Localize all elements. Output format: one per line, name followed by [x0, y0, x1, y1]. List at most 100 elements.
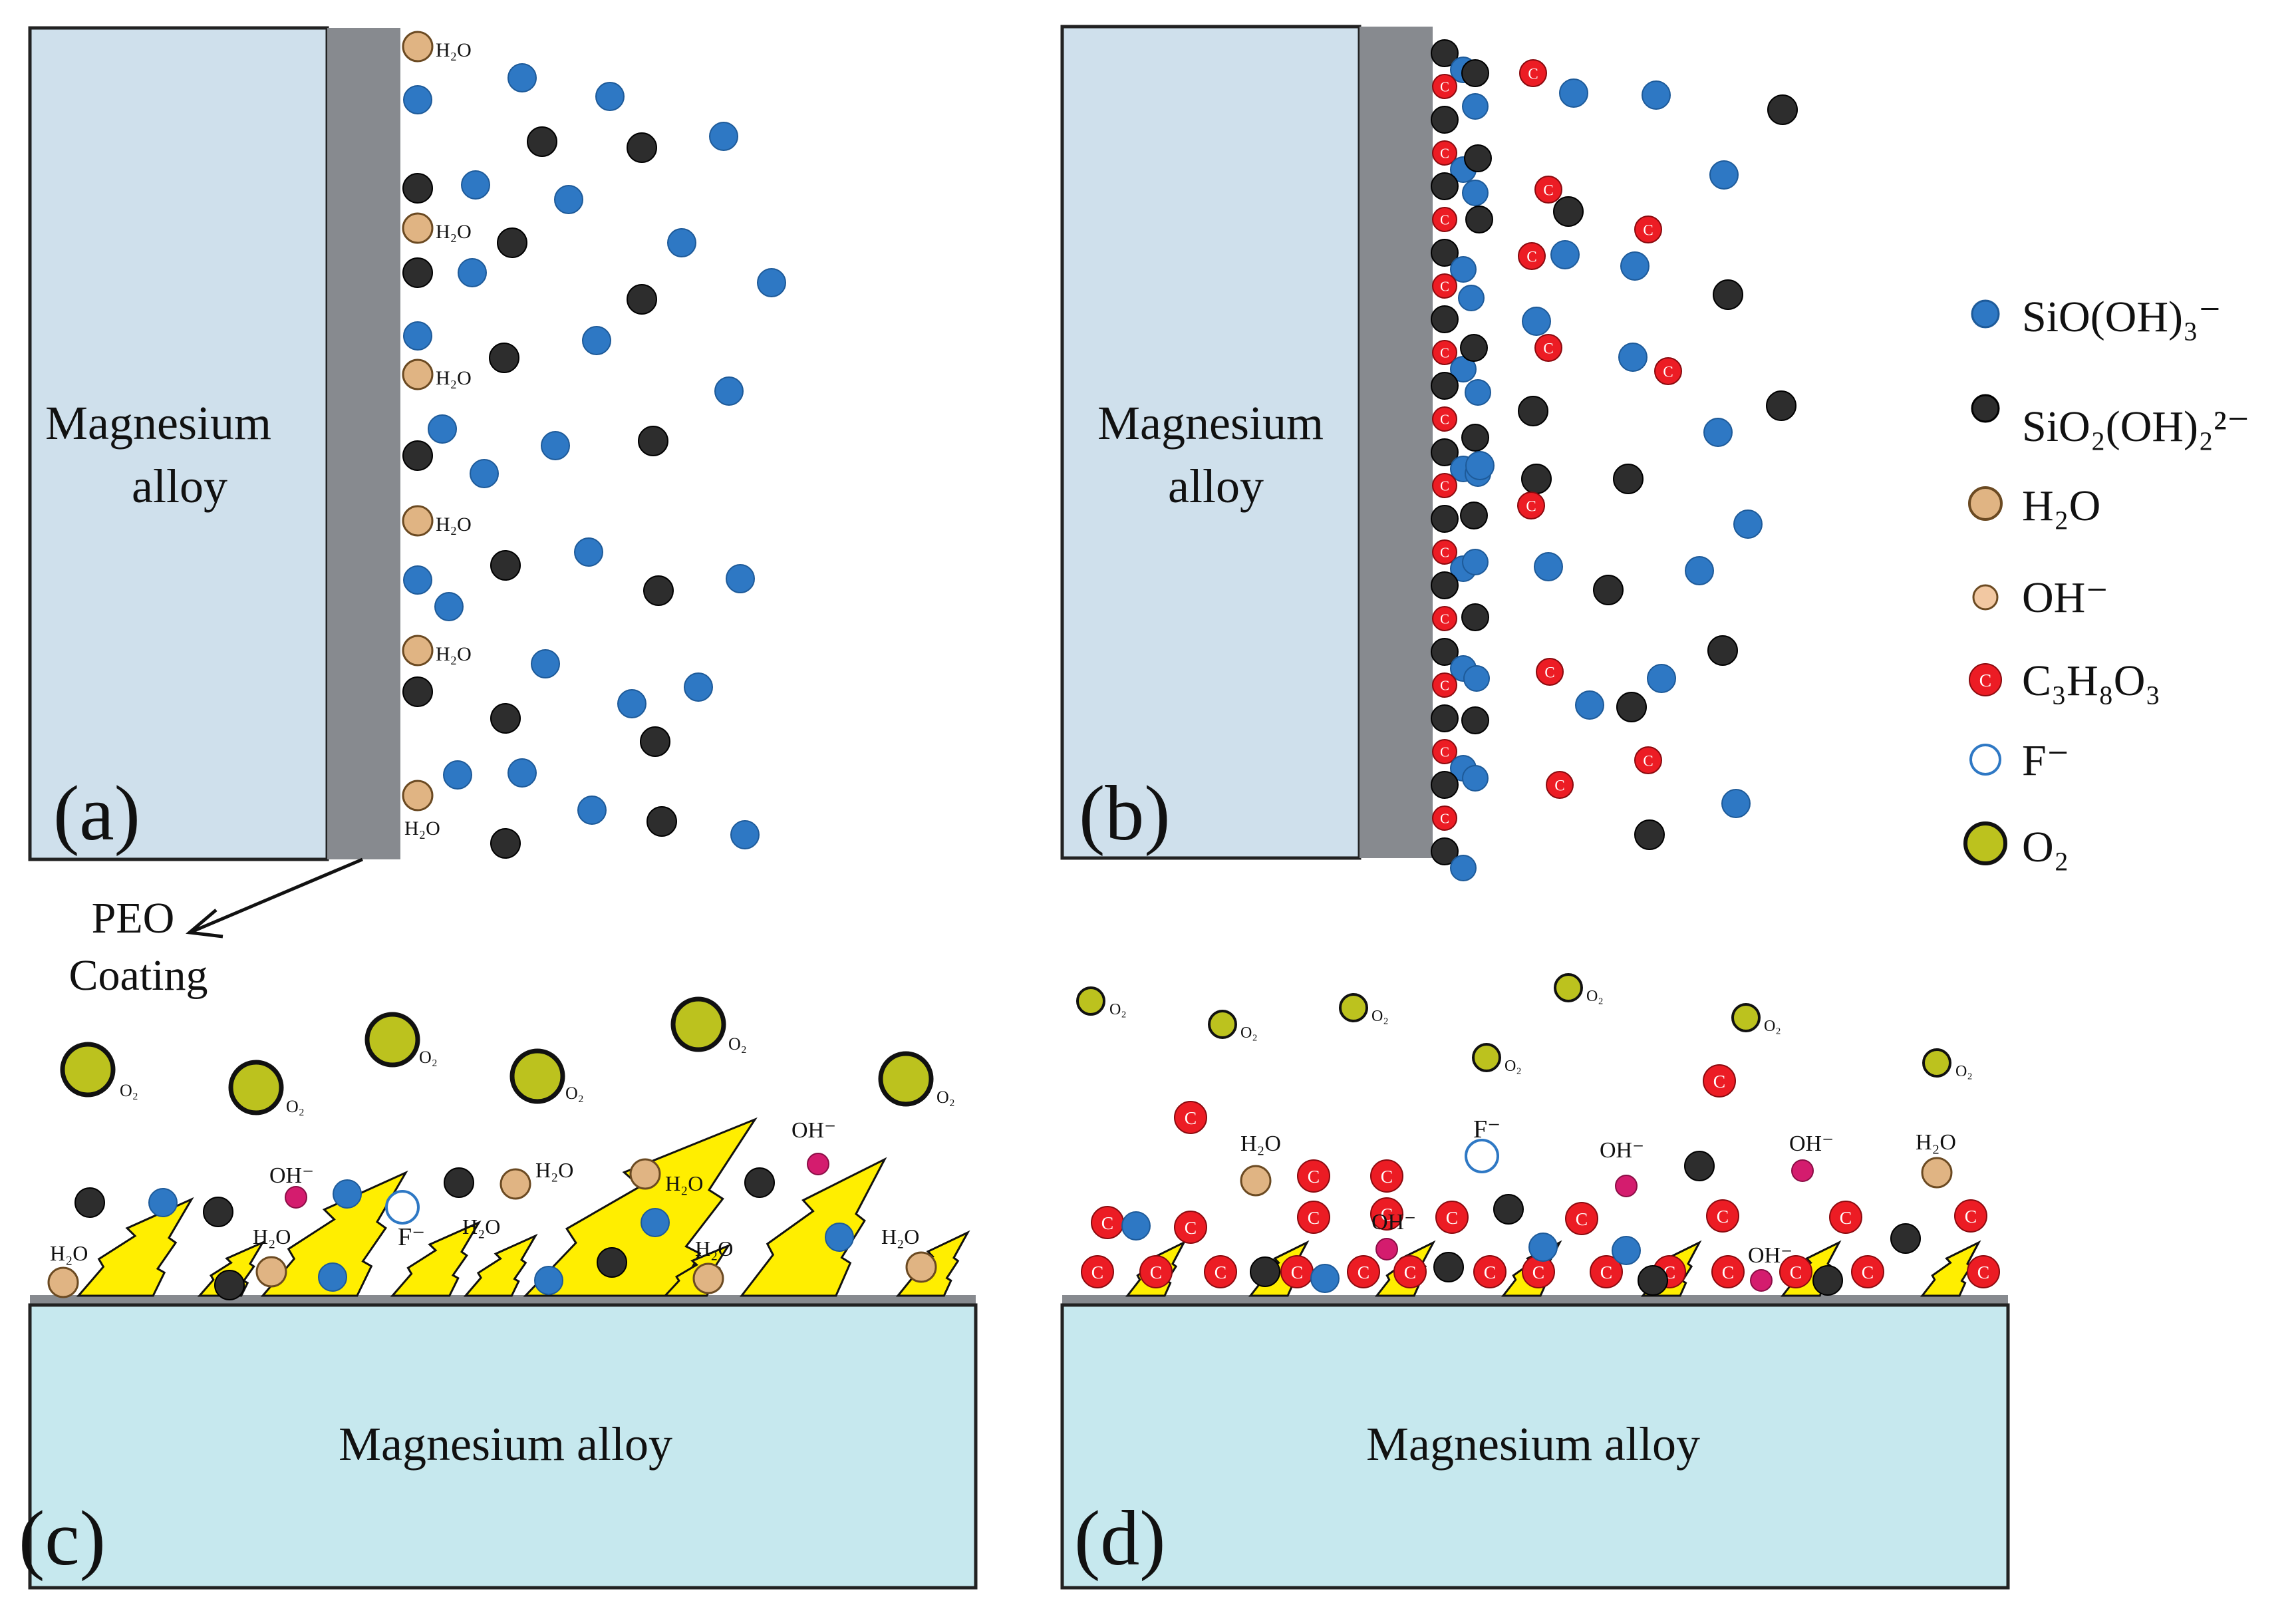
- glycerol-letter: C: [1977, 1262, 1989, 1282]
- hydroxide-label: OH⁻: [1600, 1138, 1644, 1163]
- glycerol-letter: C: [1440, 480, 1449, 494]
- glycerol-molecule: [1590, 1255, 1623, 1288]
- sio2oh2-ion: [744, 1167, 775, 1198]
- sioh3-ion: [1685, 556, 1714, 585]
- glycerol-letter: C: [1543, 340, 1553, 357]
- sio2oh2-ion: [1431, 704, 1459, 732]
- glycerol-molecule: [1174, 1101, 1207, 1134]
- sio2oh2-ion: [1634, 819, 1665, 850]
- water-molecule: [402, 505, 434, 537]
- sio2oh2-ion: [1613, 464, 1644, 494]
- sioh3-ion: [148, 1188, 178, 1217]
- sioh3-ion: [1721, 789, 1751, 818]
- glycerol-letter: C: [1358, 1262, 1369, 1282]
- glycerol-letter: C: [1722, 1262, 1734, 1282]
- sio2oh2-ion: [643, 575, 674, 606]
- sio2oh2-ion: [1431, 571, 1459, 599]
- sioh3-ion: [1462, 765, 1489, 792]
- water-molecule: [402, 212, 434, 244]
- water-molecule: [500, 1168, 531, 1200]
- glycerol-molecule: [1174, 1211, 1207, 1244]
- hydroxide-ion: [1750, 1269, 1773, 1292]
- sioh3-ion: [458, 258, 487, 287]
- sio2oh2-ion: [1431, 305, 1459, 333]
- legend: C SiO(OH)₃⁻ SiO₂(OH)₂²⁻ H₂O OH⁻ C₃H₈O₃ F…: [1963, 293, 2250, 871]
- hydroxide-ion: [807, 1153, 829, 1175]
- legend-label-oh: OH⁻: [2022, 573, 2108, 622]
- panel-d-alloy-text: Magnesium alloy: [1366, 1417, 1700, 1471]
- sioh3-ion: [1450, 855, 1477, 881]
- panel-c-alloy-text: Magnesium alloy: [339, 1417, 672, 1471]
- hydroxide-label: OH⁻: [269, 1163, 314, 1188]
- glycerol-molecule: [1706, 1199, 1739, 1233]
- sio2oh2-ion: [402, 173, 433, 204]
- glycerol-molecule: [1297, 1201, 1330, 1234]
- oxygen-molecule: [509, 1048, 565, 1104]
- water-molecule: [1240, 1165, 1272, 1197]
- glycerol-molecule: [1517, 492, 1545, 519]
- sioh3-ion: [1620, 251, 1650, 281]
- legend-icons: C: [1963, 299, 2007, 865]
- sio2oh2-ion: [1493, 1194, 1524, 1225]
- glycerol-letter: C: [1440, 613, 1449, 627]
- sioh3-ion: [470, 459, 499, 488]
- sio2oh2-ion: [1461, 706, 1489, 734]
- hydroxide-ion: [1375, 1238, 1398, 1260]
- oxygen-molecule: [1731, 1003, 1761, 1032]
- sio2oh2-ion: [490, 703, 521, 734]
- glycerol-letter: C: [1543, 182, 1553, 198]
- sioh3-ion: [574, 537, 603, 567]
- glycerol-molecule: [1432, 74, 1457, 99]
- sio2oh2-ion: [646, 806, 677, 837]
- panel-a-alloy-line1: Magnesium: [45, 396, 271, 450]
- glycerol-molecule: [1435, 1201, 1469, 1234]
- sioh3-ion: [1709, 160, 1739, 190]
- sio2oh2-ion: [1464, 144, 1492, 172]
- fluoride-label: F⁻: [398, 1223, 425, 1251]
- oxygen-label: O₂: [120, 1081, 138, 1100]
- sio2oh2-ion: [640, 726, 670, 757]
- water-label: H₂O: [462, 1215, 500, 1239]
- glycerol-letter: C: [1643, 221, 1653, 238]
- sioh3-ion: [1465, 451, 1495, 480]
- oxygen-label: O₂: [419, 1048, 438, 1067]
- glycerol-letter: C: [1185, 1107, 1197, 1128]
- glycerol-letter: C: [1440, 812, 1449, 827]
- glycerol-letter: C: [1440, 679, 1449, 694]
- sio2oh2-ion: [444, 1167, 474, 1198]
- hydroxide-label: OH⁻: [791, 1118, 836, 1143]
- panel-c-sparks: [76, 1117, 970, 1297]
- glycerol-molecule: [1081, 1255, 1114, 1288]
- sioh3-ion: [1458, 285, 1485, 311]
- legend-label-fluoride: F⁻: [2022, 736, 2070, 785]
- water-molecule: [1921, 1157, 1953, 1189]
- glycerol-molecule: [1432, 207, 1457, 232]
- sioh3-ion: [757, 268, 786, 297]
- panel-b-alloy-line2: alloy: [1168, 460, 1264, 513]
- sioh3-ion: [428, 414, 457, 444]
- legend-icon-fluoride: [1969, 744, 2001, 776]
- sio2oh2-ion: [627, 132, 657, 163]
- sio2oh2-ion: [1431, 239, 1459, 267]
- sioh3-ion: [1612, 1236, 1641, 1265]
- glycerol-letter: C: [1440, 347, 1449, 361]
- glycerol-molecule: [1954, 1199, 1987, 1233]
- sioh3-ion: [531, 649, 560, 678]
- glycerol-letter: C: [1643, 752, 1653, 769]
- glycerol-letter: C: [1440, 413, 1449, 428]
- water-molecule: [255, 1256, 287, 1288]
- oxygen-label: O₂: [1505, 1058, 1522, 1075]
- hydroxide-label: OH⁻: [1789, 1131, 1834, 1156]
- legend-label-sio2oh2: SiO₂(OH)₂²⁻: [2022, 402, 2250, 451]
- water-label: H₂O: [695, 1237, 733, 1260]
- glycerol-molecule: [1703, 1064, 1736, 1098]
- glycerol-molecule: [1779, 1255, 1812, 1288]
- glycerol-molecule: [1851, 1255, 1884, 1288]
- oxygen-label: O₂: [565, 1084, 584, 1103]
- sioh3-ion: [1522, 307, 1551, 336]
- sioh3-ion: [1121, 1211, 1151, 1241]
- sio2oh2-ion: [1616, 692, 1647, 722]
- glycerol-letter: C: [1440, 214, 1449, 228]
